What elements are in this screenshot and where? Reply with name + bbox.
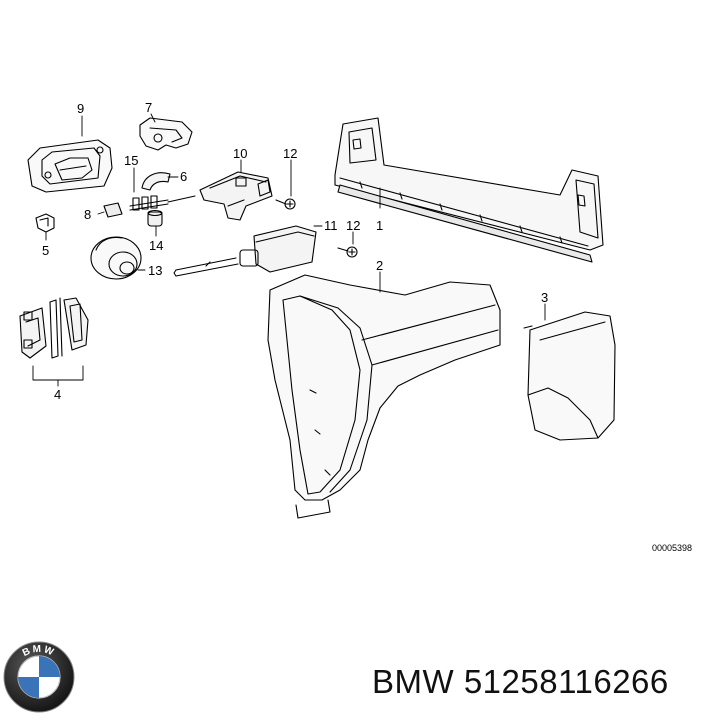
callout-8: 8 (84, 207, 91, 222)
lock-actuator-part-11 (173, 225, 317, 277)
callout-11: 11 (324, 218, 338, 233)
svg-text:BMW: BMW (21, 644, 57, 659)
bmw-logo: BMW (2, 640, 76, 714)
callout-14: 14 (149, 238, 163, 253)
rubber-boot-part-13 (90, 236, 142, 280)
callout-5: 5 (42, 243, 49, 258)
block-part-8 (103, 202, 123, 218)
bmw-logo-letters: BMW (21, 644, 55, 659)
caption-part-number: 51258116266 (463, 663, 669, 700)
sill-panel-part-1 (334, 117, 604, 263)
rod-part-15 (129, 195, 196, 211)
screw-part-12-lower (337, 246, 358, 258)
drawing-code: 00005398 (652, 543, 692, 553)
filler-flap-part-9 (27, 139, 113, 193)
clip-part-5 (35, 213, 55, 233)
callout-3: 3 (541, 290, 548, 305)
callout-1: 1 (376, 218, 383, 233)
bracket-part-7 (139, 117, 193, 151)
actuator-part-10 (199, 171, 273, 221)
callout-7: 7 (145, 100, 152, 115)
side-panel-part-2 (267, 274, 501, 519)
callout-15: 15 (124, 153, 138, 168)
caption-brand: BMW (372, 663, 455, 700)
screw-part-12-upper (275, 198, 296, 210)
bmw-roundel-icon: BMW (3, 641, 75, 713)
part-caption: BMW 51258116266 (372, 660, 712, 704)
callout-12-upper: 12 (283, 146, 297, 161)
panel-part-3 (523, 311, 616, 441)
callout-6: 6 (180, 169, 187, 184)
leader-lines (32, 113, 546, 387)
callout-9: 9 (77, 101, 84, 116)
cylinder-part-14 (147, 209, 163, 227)
callout-10: 10 (233, 146, 247, 161)
callout-2: 2 (376, 258, 383, 273)
hinge-part-4 (19, 297, 89, 359)
callout-13: 13 (148, 263, 162, 278)
callout-4: 4 (54, 387, 61, 402)
clip-part-6 (141, 172, 171, 191)
callout-numbers: 9 7 15 6 10 12 11 12 1 2 3 8 5 14 13 4 0… (42, 100, 692, 553)
callout-12-lower: 12 (346, 218, 360, 233)
